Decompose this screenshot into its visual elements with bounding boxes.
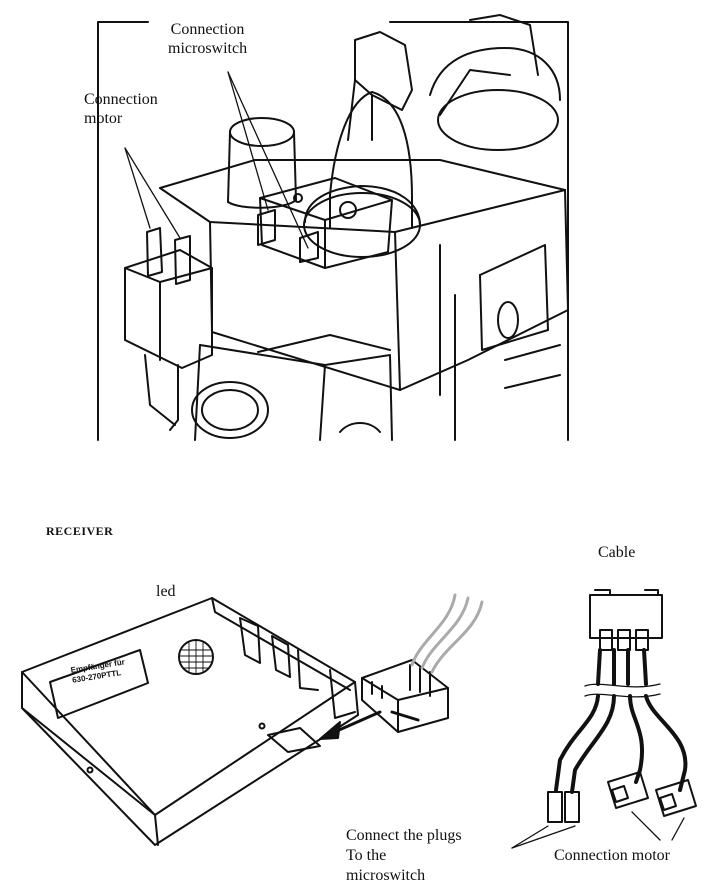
connect-plugs-line2: To the <box>346 847 387 864</box>
bottom-leader-lines <box>511 811 685 849</box>
frame-left-edge <box>97 21 149 441</box>
receiver-title: RECEIVER <box>46 524 114 538</box>
top-leader-lines <box>124 71 309 249</box>
connection-microswitch-line2: microswitch <box>168 40 248 57</box>
cable-label: Cable <box>598 544 636 561</box>
connect-plugs-line1: Connect the plugs <box>346 827 462 844</box>
connect-plugs-label: Connect the plugs To the microswitch <box>346 826 462 886</box>
led-label: led <box>156 583 176 600</box>
connection-motor-line2: motor <box>84 110 123 127</box>
connect-plugs-line3: microswitch <box>346 867 426 884</box>
connection-motor-label-bottom: Connection motor <box>554 847 670 864</box>
plug-connector-illustration <box>361 593 484 733</box>
frame-right-edge <box>389 21 569 441</box>
connection-microswitch-line1: Connection <box>170 21 245 38</box>
connection-motor-label-top: Connection motor <box>84 90 158 128</box>
connection-microswitch-label: Connection microswitch <box>168 20 247 58</box>
gas-valve-illustration <box>97 14 569 441</box>
connection-motor-line1: Connection <box>84 91 158 108</box>
receiver-illustration <box>21 597 382 846</box>
cable-illustration <box>547 589 697 823</box>
